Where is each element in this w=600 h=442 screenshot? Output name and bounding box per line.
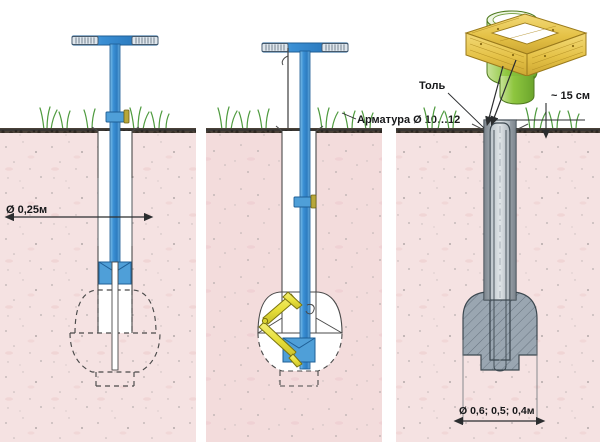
auger-collar-2: [293, 196, 312, 208]
leader-formwork-to-pile: [485, 59, 517, 127]
leader-roofing-felt: [447, 92, 485, 129]
auger-tip-rod-1: [111, 261, 119, 371]
auger-shaft-1: [109, 43, 121, 269]
annotation-stick-out: ~ 15 см: [516, 90, 590, 139]
borehole-mouth-1: [91, 126, 140, 132]
formwork-nails: [479, 27, 575, 58]
auger-collar-lever-1: [123, 109, 130, 124]
auger-collar-1: [105, 111, 125, 123]
leader-rebar: [341, 112, 357, 120]
label-stick-out: ~ 15 см: [551, 90, 590, 102]
pile-shade-right: [510, 120, 516, 300]
expander-pivot-2: [261, 317, 269, 325]
annotation-bell-diameter: Ø 0,6; 0,5; 0,4м: [453, 340, 546, 426]
panel-2-widening: Арматура Ø 10…12: [206, 42, 460, 442]
pile-head-notch: [471, 123, 529, 131]
auger-grip-left-2: [261, 43, 289, 52]
auger-grip-right-1: [131, 36, 159, 45]
annotation-rebar: Арматура Ø 10…12: [341, 112, 460, 126]
pile-shade-left: [484, 120, 490, 300]
auger-grip-left-1: [71, 36, 99, 45]
label-roofing-felt: Толь: [419, 80, 445, 92]
pile-rebar-hook: [493, 365, 507, 372]
formwork-board-front-right: [526, 32, 587, 77]
expander-link-bottom-2: [288, 353, 303, 368]
rebar-hook-2: [281, 55, 289, 66]
label-bell-diameter: Ø 0,6; 0,5; 0,4м: [459, 405, 535, 417]
dimension-borehole-diameter: Ø 0,25м: [4, 178, 154, 246]
expander-cable-loop-2: [305, 304, 315, 315]
hand-auger-1: [71, 35, 159, 371]
expander-link-top-2: [282, 291, 303, 310]
annotation-roofing-felt: Толь: [419, 80, 485, 129]
auger-shaft-2: [299, 50, 311, 370]
timber-formwork-box: [464, 10, 588, 105]
borehole-mouth-2: [275, 125, 324, 132]
formwork-top-opening: [490, 22, 560, 45]
auger-blade-edge-2: [282, 337, 316, 349]
panel-1-drilling: Ø 0,25м: [0, 35, 196, 442]
formwork-wood-grain: [469, 17, 584, 71]
auger-grip-right-2: [321, 43, 349, 52]
label-borehole-diameter: Ø 0,25м: [6, 204, 47, 216]
panel-3-finished-pile: Толь ~ 15 см Ø 0,6; 0,5; 0,4м: [396, 10, 600, 442]
expander-mechanism-2: [258, 291, 303, 368]
label-rebar: Арматура Ø 10…12: [357, 114, 460, 126]
auger-collar-lever-2: [310, 194, 317, 209]
